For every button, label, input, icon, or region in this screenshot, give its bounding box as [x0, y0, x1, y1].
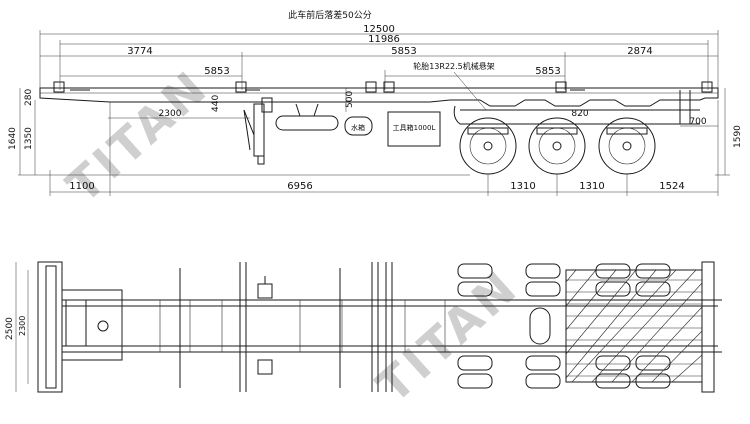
dim-2300-plan: 2300	[18, 316, 27, 336]
dim-1590: 1590	[733, 125, 743, 148]
svg-text:工具箱1000L: 工具箱1000L	[393, 123, 436, 132]
dim-2874: 2874	[627, 46, 652, 57]
wheel-axle-3	[598, 117, 656, 175]
landing-gear	[243, 97, 273, 165]
plan-view: 2500 2300	[5, 261, 722, 393]
rear-suspension	[453, 90, 700, 125]
watermark-bottom: TITAN	[366, 259, 529, 413]
main-frame-side	[39, 87, 719, 107]
axle-suspension-label: 轮胎13R22.5机械悬架	[413, 61, 495, 71]
dim-5853-left: 5853	[204, 66, 229, 77]
dim-440: 440	[211, 95, 221, 112]
svg-text:水箱: 水箱	[351, 123, 365, 132]
water-tank: 水箱	[344, 116, 373, 136]
dim-1310-b: 1310	[579, 181, 604, 192]
dim-5853-right: 5853	[535, 66, 560, 77]
twist-lock-posts	[53, 81, 713, 93]
wheel-axle-2	[528, 117, 586, 175]
wheel-axle-1	[459, 117, 517, 175]
dim-1310-a: 1310	[510, 181, 535, 192]
dim-length-2: 11986	[368, 34, 400, 45]
dim-total-length: 12500	[363, 24, 395, 35]
dim-2500: 2500	[5, 317, 15, 340]
note-height-drop: 此车前后落差50公分	[288, 9, 371, 21]
tool-box: 工具箱1000L	[387, 111, 441, 147]
dim-1100: 1100	[69, 181, 94, 192]
dim-500: 500	[345, 91, 355, 108]
dim-1350: 1350	[24, 127, 34, 150]
dim-6956: 6956	[287, 181, 312, 192]
spare-tire-carrier	[275, 103, 339, 131]
dim-2300-side: 2300	[159, 109, 182, 119]
dim-700: 700	[689, 117, 706, 127]
dim-5853-top: 5853	[391, 46, 416, 57]
dim-1640: 1640	[8, 127, 18, 150]
dim-1524: 1524	[659, 181, 684, 192]
dim-3774: 3774	[127, 46, 152, 57]
dim-280: 280	[24, 89, 34, 106]
dim-820: 820	[571, 109, 588, 119]
